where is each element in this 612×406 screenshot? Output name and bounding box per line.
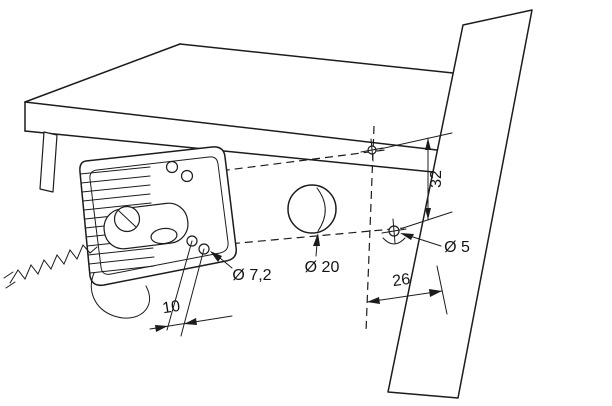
dia-5-leader — [412, 236, 442, 247]
bracket-top-hole-1 — [165, 160, 179, 174]
callout-dia-5: Ø 5 — [400, 233, 470, 256]
hole-20 — [287, 184, 337, 234]
dia-5-arrowhead — [400, 233, 414, 240]
dia-20-label: Ø 20 — [305, 259, 340, 276]
panel-hole-5 — [381, 218, 407, 245]
shelf-front-bottom-edge — [24, 130, 434, 173]
dia-7-2-arrowhead — [210, 251, 222, 262]
dim-10-ext-a — [166, 240, 193, 331]
bracket-top-hole-2 — [180, 169, 194, 183]
mounting-bracket — [79, 146, 238, 287]
shelf-left-edge — [24, 43, 181, 103]
spring-anchor-lines — [3, 271, 16, 289]
release-cable — [90, 272, 151, 319]
drilling-axis-dashed-line — [365, 125, 375, 333]
shelf-back-edge — [179, 43, 454, 74]
callout-dia-20: Ø 20 — [305, 233, 340, 276]
dim-32-label: 32 — [428, 170, 445, 188]
shelf-panel — [24, 43, 454, 173]
dim-26-label: 26 — [391, 271, 411, 290]
shelf-front-top-edge — [24, 101, 438, 151]
side-panel — [387, 9, 533, 399]
projection-lines — [195, 125, 405, 333]
bracket-oblong-hole — [150, 227, 178, 245]
dim-10-ext-b — [180, 248, 205, 337]
dim-26-arrow-left — [367, 297, 380, 304]
dia-7-2-leader — [219, 257, 233, 269]
dia-7-2-label: Ø 7,2 — [232, 267, 271, 284]
panel-top-hole — [360, 138, 384, 162]
dim-32-ext-top — [379, 132, 453, 150]
spring-assembly — [3, 244, 151, 319]
dim-32-arrow-bottom — [425, 208, 431, 220]
hole-20-circle — [287, 184, 337, 234]
dim-10-arrow-right — [184, 318, 197, 325]
hanging-tab — [39, 131, 58, 193]
panel-hole-5-cross-v — [392, 218, 396, 244]
screw-slot — [118, 210, 137, 228]
dimension-10: 10 — [149, 240, 233, 337]
dim-10-arrow-left — [155, 325, 168, 332]
panel-top-hole-cross-v — [370, 138, 374, 162]
spring — [9, 244, 98, 284]
dimension-26: 26 — [366, 265, 448, 315]
dim-32-arrow-top — [425, 138, 431, 150]
dim-26-ext-right — [436, 265, 448, 315]
hole-20-inner-arc — [316, 187, 326, 232]
dia-5-label: Ø 5 — [444, 239, 470, 256]
panel-hole-5-arc — [382, 237, 406, 245]
side-panel-outline — [387, 9, 533, 399]
callout-dia-7-2: Ø 7,2 — [210, 251, 272, 284]
dimension-32: 32 — [379, 132, 453, 229]
lower-projection-dashed-line — [205, 227, 405, 247]
dim-10-label: 10 — [161, 298, 181, 318]
dim-26-arrow-right — [429, 289, 442, 297]
bracket-inner-outline — [89, 156, 229, 275]
upper-projection-dashed-line — [195, 149, 386, 175]
dia-20-arrowhead — [313, 233, 320, 246]
